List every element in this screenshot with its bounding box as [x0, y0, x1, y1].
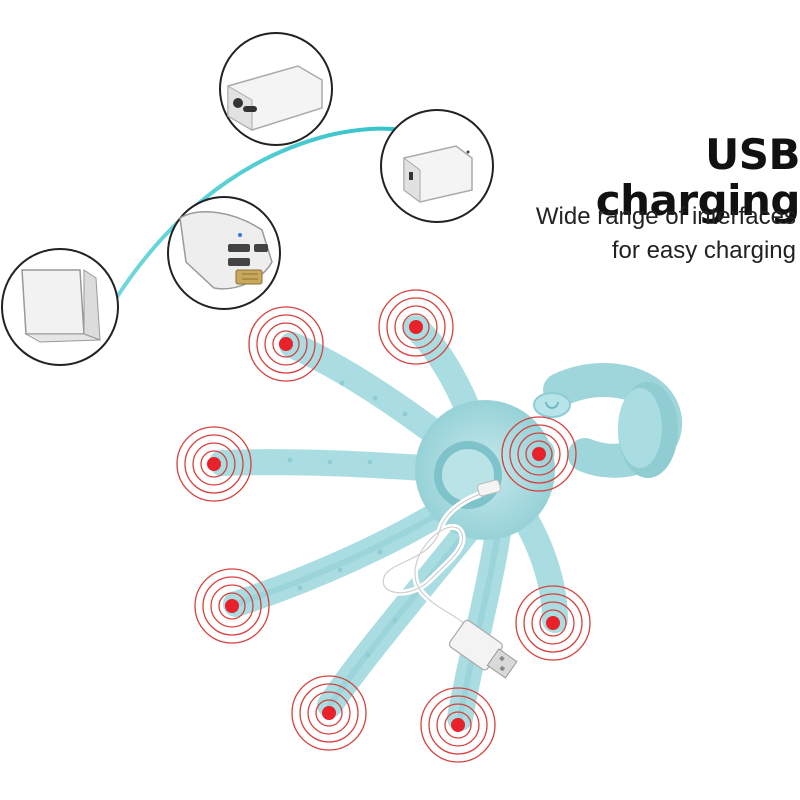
- massage-node: [501, 416, 577, 492]
- charging-cable-arc: [113, 126, 417, 302]
- usb-cable: [380, 479, 518, 679]
- subtitle-line-2: for easy charging: [611, 237, 796, 264]
- massage-node: [291, 675, 367, 751]
- massage-node: [378, 289, 454, 365]
- tentacle-massager: [209, 315, 682, 731]
- massage-node: [176, 426, 252, 502]
- massage-node: [248, 306, 324, 382]
- subtitle-line-1: Wide range of interfaces: [535, 203, 796, 230]
- massage-node: [194, 568, 270, 644]
- headline-subtitle: Wide range of interfaces for easy chargi…: [476, 200, 796, 268]
- massage-node: [515, 585, 591, 661]
- laptop-icon: [1, 248, 119, 366]
- wall-adapter-icon: [380, 109, 494, 223]
- power-bank-icon: [219, 32, 333, 146]
- headline-title: USB charging: [595, 130, 800, 226]
- car-charger-icon: [167, 196, 281, 310]
- massage-node: [420, 687, 496, 763]
